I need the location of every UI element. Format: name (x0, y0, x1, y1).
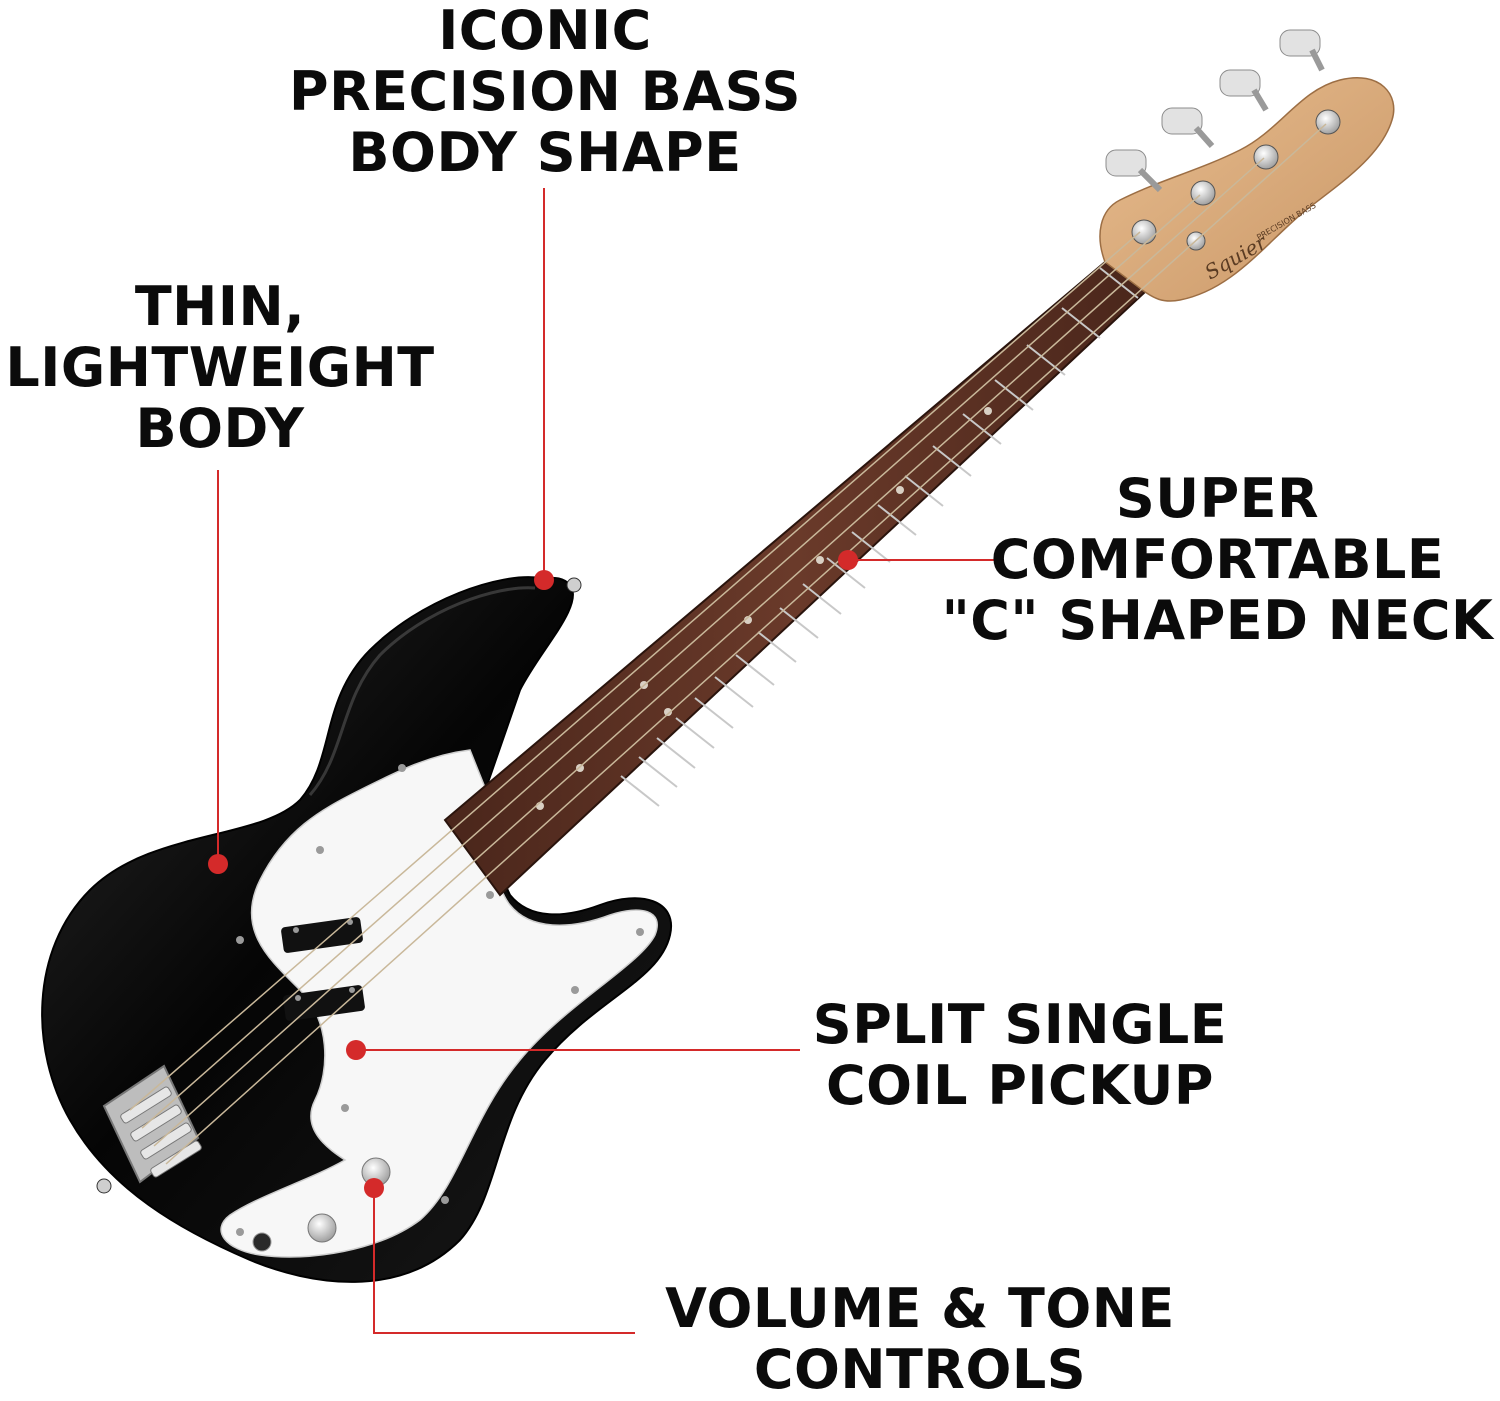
callout-body-shape (534, 188, 554, 590)
label-line: COMFORTABLE (990, 528, 1445, 591)
callout-thin-body (208, 470, 228, 874)
tone-knob (307, 1213, 337, 1243)
label-line: ICONIC (438, 0, 652, 62)
label-thin-lightweight-body: THIN, LIGHTWEIGHT BODY (0, 276, 440, 459)
label-line: VOLUME & TONE (665, 1277, 1175, 1340)
label-line: CONTROLS (753, 1338, 1087, 1401)
pickguard (220, 749, 658, 1258)
strap-button-top (566, 577, 582, 593)
label-c-shaped-neck: SUPER COMFORTABLE "C" SHAPED NECK (935, 468, 1500, 651)
tuning-pegs (1105, 29, 1341, 251)
label-line: LIGHTWEIGHT (5, 336, 435, 399)
label-line: "C" SHAPED NECK (941, 589, 1494, 652)
headstock (1099, 77, 1395, 302)
strings (129, 123, 1327, 1165)
label-line: SUPER (1115, 467, 1320, 530)
label-line: COIL PICKUP (826, 1054, 1214, 1117)
bridge (102, 1064, 202, 1184)
callout-neck (838, 550, 995, 570)
callout-controls (364, 1178, 635, 1334)
label-line: THIN, (134, 275, 306, 338)
label-volume-tone-controls: VOLUME & TONE CONTROLS (620, 1278, 1220, 1400)
label-line: BODY (135, 397, 305, 460)
strap-button-bottom (96, 1178, 112, 1194)
callout-pickup (346, 1040, 800, 1060)
label-iconic-body-shape: ICONIC PRECISION BASS BODY SHAPE (270, 0, 820, 183)
label-line: SPLIT SINGLE (812, 993, 1228, 1056)
label-split-single-coil-pickup: SPLIT SINGLE COIL PICKUP (795, 994, 1245, 1116)
label-line: BODY SHAPE (348, 121, 742, 184)
output-jack (252, 1232, 272, 1252)
label-line: PRECISION BASS (289, 60, 801, 123)
